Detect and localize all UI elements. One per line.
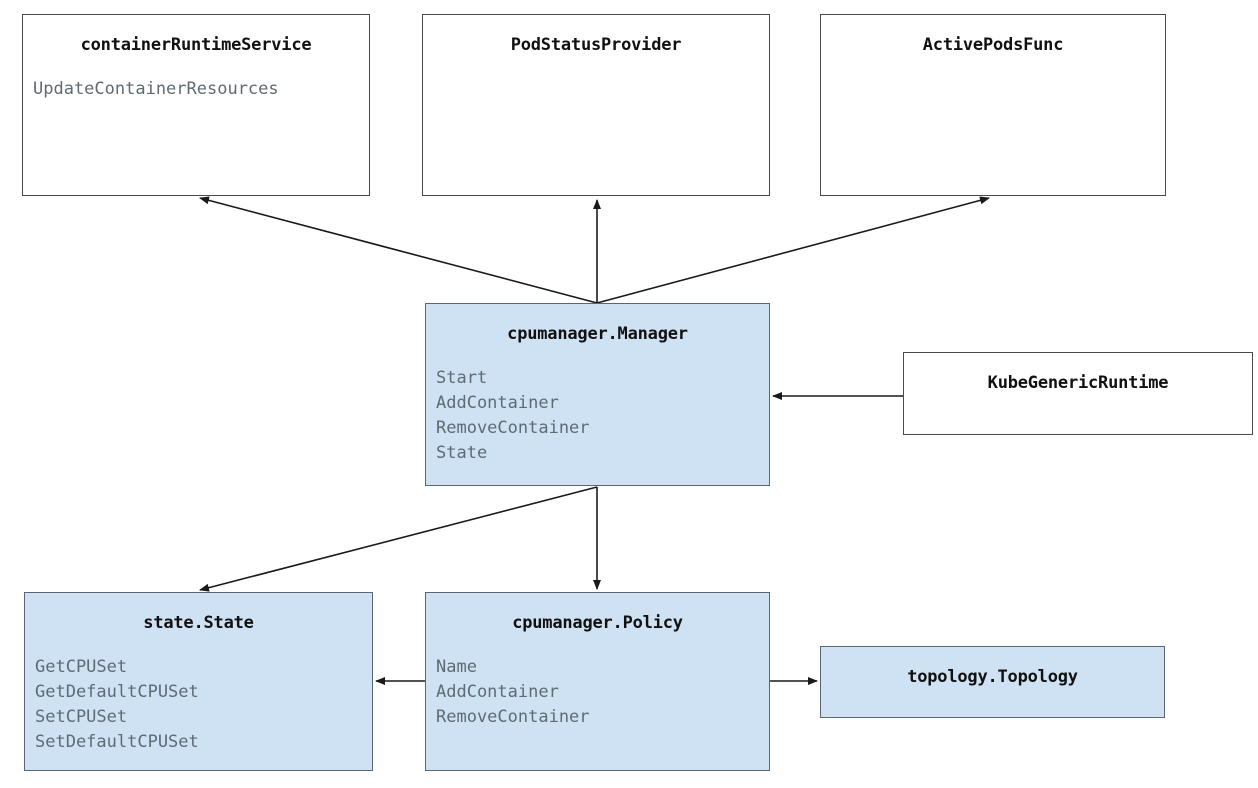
method-item: Name bbox=[436, 657, 477, 677]
edge-manager-to-activePodsFunc bbox=[596, 196, 990, 304]
method-item: RemoveContainer bbox=[436, 707, 590, 727]
method-item: GetDefaultCPUSet bbox=[35, 682, 199, 702]
method-item: RemoveContainer bbox=[436, 418, 590, 438]
node-title-podStatusProvider: PodStatusProvider bbox=[510, 35, 682, 55]
edge-manager-to-containerRuntimeService bbox=[199, 196, 598, 304]
method-item: SetDefaultCPUSet bbox=[35, 732, 199, 752]
node-title-activePodsFunc: ActivePodsFunc bbox=[922, 35, 1064, 55]
node-title-cpumanagerPolicy: cpumanager.Policy bbox=[512, 613, 683, 633]
method-item: State bbox=[436, 443, 488, 463]
node-podStatusProvider[interactable]: PodStatusProvider bbox=[422, 14, 770, 196]
node-activePodsFunc[interactable]: ActivePodsFunc bbox=[820, 14, 1166, 196]
node-methods-containerRuntimeService: UpdateContainerResources bbox=[33, 77, 363, 102]
method-item: GetCPUSet bbox=[35, 657, 128, 677]
node-title-topologyTopology: topology.Topology bbox=[907, 667, 1078, 687]
method-item: SetCPUSet bbox=[35, 707, 128, 727]
method-item: UpdateContainerResources bbox=[33, 79, 279, 99]
node-title-kubeGenericRuntime: KubeGenericRuntime bbox=[987, 373, 1169, 393]
node-topologyTopology[interactable]: topology.Topology bbox=[820, 646, 1165, 718]
method-item: AddContainer bbox=[436, 682, 559, 702]
method-item: Start bbox=[436, 368, 488, 388]
method-item: AddContainer bbox=[436, 393, 559, 413]
edge-manager-to-stateState bbox=[199, 486, 598, 592]
node-title-cpumanagerManager: cpumanager.Manager bbox=[507, 324, 688, 344]
node-title-stateState: state.State bbox=[143, 613, 254, 633]
node-title-containerRuntimeService: containerRuntimeService bbox=[80, 35, 312, 55]
node-kubeGenericRuntime[interactable]: KubeGenericRuntime bbox=[903, 352, 1253, 435]
